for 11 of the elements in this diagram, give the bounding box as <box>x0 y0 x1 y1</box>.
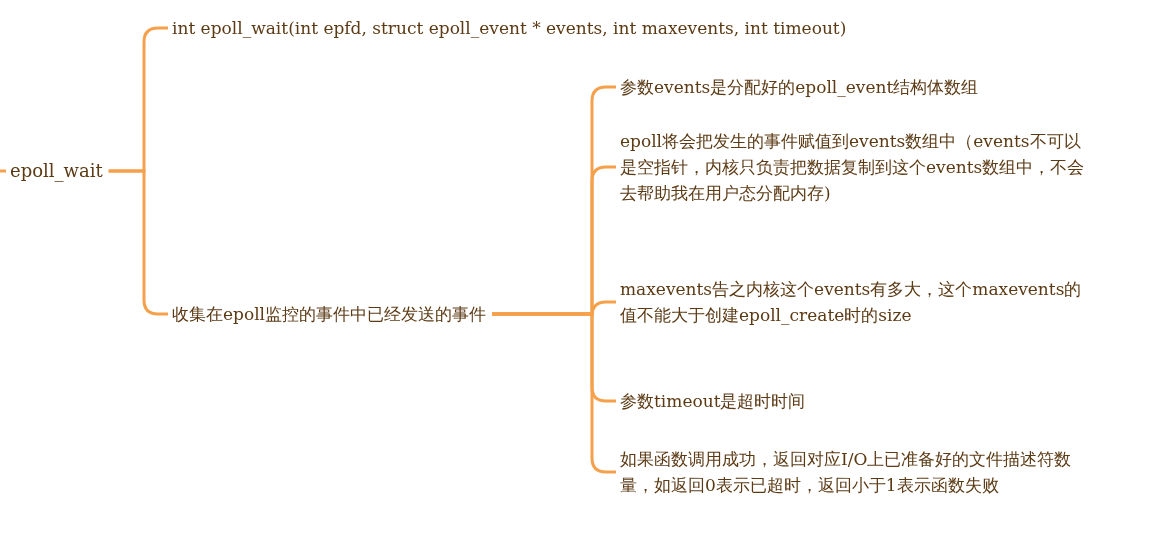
topic-text: 参数events是分配好的epoll_event结构体数组 <box>620 76 980 99</box>
topic-text: 收集在epoll监控的事件中已经发送的事件 <box>172 303 487 326</box>
topic-text: int epoll_wait(int epfd, struct epoll_event * events, int maxevents, int timeout) <box>172 17 847 40</box>
branch-line <box>108 169 168 316</box>
topic-text: epoll_wait <box>10 159 103 184</box>
topic-text: 如果函数调用成功，返回对应I/O上已准备好的文件描述符数量，如返回0表示已超时，返回小于1表示函数失败 <box>620 448 1073 497</box>
topic-text: epoll将会把发生的事件赋值到events数组中（events不可以是空指针，内核只负责把数据复制到这个events数组中，不会去帮助我在用户态分配内存) <box>620 130 1086 205</box>
branch-line <box>0 169 6 173</box>
topic-text: maxevents告之内核这个events有多大，这个maxevents的值不能大于创建epoll_create时的size <box>620 278 1083 327</box>
branch-line <box>492 312 616 474</box>
topic-text: 参数timeout是超时时间 <box>620 390 807 413</box>
